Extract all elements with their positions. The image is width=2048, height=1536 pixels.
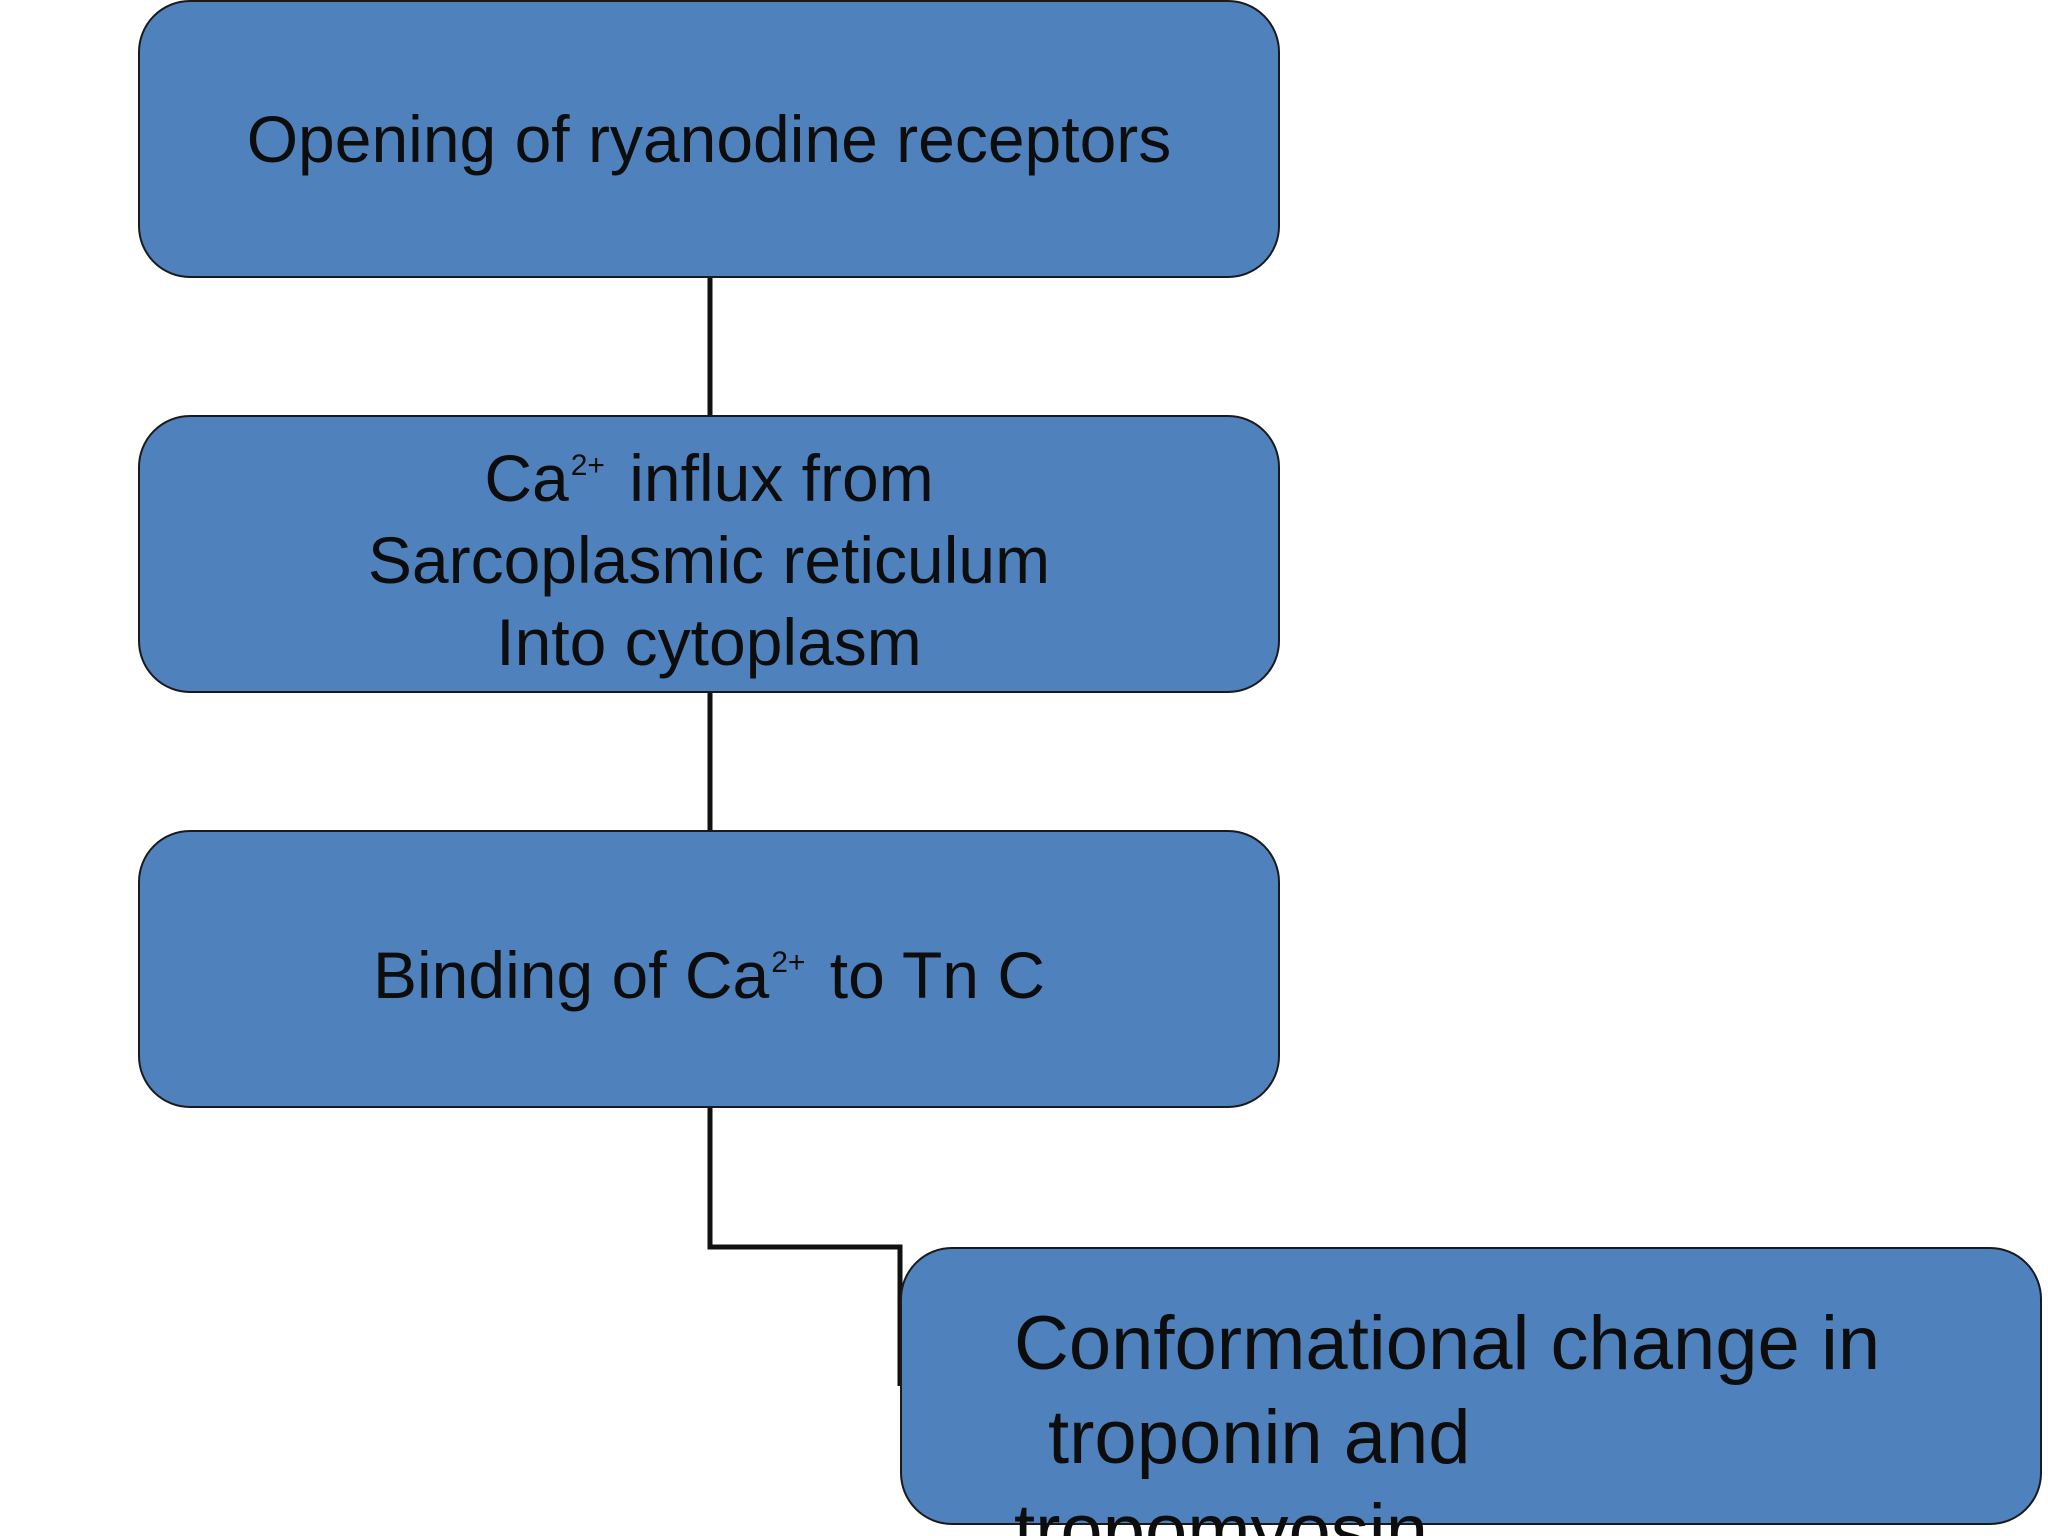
connector-binding-to-conformational	[707, 1108, 903, 1386]
node-conformational-change: Conformational change in troponin and tr…	[900, 1247, 2042, 1536]
node-label-line-2: Sarcoplasmic reticulum	[367, 523, 1051, 597]
node-opening-ryanodine-receptors: Opening of ryanodine receptors	[138, 0, 1280, 278]
node-label: Opening of ryanodine receptors	[246, 102, 1172, 176]
node-label: Binding of Ca2+ to Tn C	[372, 938, 1046, 1012]
node-binding-ca-tnc: Binding of Ca2+ to Tn C	[138, 830, 1280, 1108]
node-label-line-2: troponin and	[1048, 1395, 1471, 1480]
node-ca-influx: Ca2+ influx from Sarcoplasmic reticulum …	[138, 415, 1280, 693]
node-label-line-1: Ca2+ influx from	[484, 441, 934, 515]
node-label-line-1: Conformational change in	[1014, 1301, 1881, 1386]
node-label-line-3: Into cytoplasm	[496, 605, 922, 679]
node-label-line-3: tropomyosin	[1014, 1489, 1428, 1536]
